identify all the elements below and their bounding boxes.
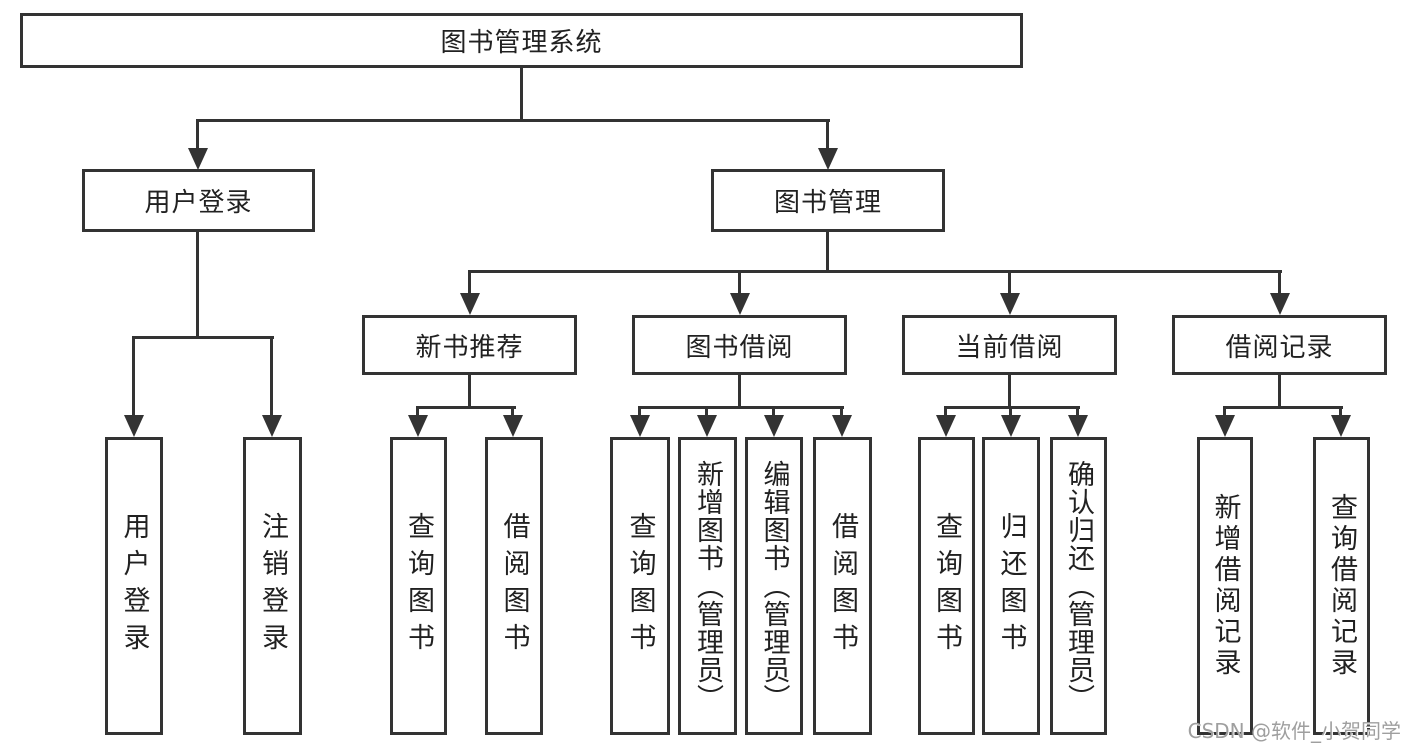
leaf-label: 用户登录: [118, 512, 150, 660]
arrow-down-icon: [124, 415, 144, 437]
leaf-label: 归还图书: [995, 512, 1027, 660]
connector-current-branch: [944, 406, 1080, 409]
arrow-down-icon: [1331, 415, 1351, 437]
connector-level3-branch: [468, 270, 1282, 273]
leaf-borrow-books-borrowing: 借阅图书: [813, 437, 872, 735]
arrow-down-icon: [262, 415, 282, 437]
arrow-down-icon: [408, 415, 428, 437]
arrow-down-icon: [832, 415, 852, 437]
arrow-down-icon: [1270, 293, 1290, 315]
leaf-label: 注销登录: [257, 512, 288, 660]
leaf-confirm-return-admin: 确认归还（管理员）: [1050, 437, 1107, 735]
connector-leaf-drop: [944, 406, 947, 418]
connector-leaf-drop: [772, 406, 775, 418]
connector-records-branch: [1223, 406, 1343, 409]
node-book-borrowing: 图书借阅: [632, 315, 847, 375]
arrow-down-icon: [936, 415, 956, 437]
leaf-label: 确认归还（管理员）: [1063, 460, 1094, 712]
connector-leaf-drop: [511, 406, 514, 418]
connector-newrec-stem: [468, 373, 471, 409]
connector-user-login-stem: [196, 230, 199, 338]
leaf-label: 查询图书: [403, 512, 434, 660]
arrow-down-icon: [818, 148, 838, 170]
arrow-down-icon: [503, 415, 523, 437]
leaf-borrow-books-recommend: 借阅图书: [485, 437, 543, 735]
node-current-borrowing-label: 当前借阅: [955, 332, 1064, 363]
leaf-logout: 注销登录: [243, 437, 302, 735]
connector-level3-drop: [1008, 270, 1011, 296]
connector-leaf-drop: [1339, 406, 1342, 418]
connector-level2-branch: [196, 119, 830, 122]
connector-leaf-drop: [705, 406, 708, 418]
connector-leaf-drop: [1223, 406, 1226, 418]
connector-user-login-branch: [132, 336, 274, 339]
connector-level3-drop: [468, 270, 471, 296]
leaf-label: 新增借阅记录: [1209, 493, 1241, 679]
connector-root-stem: [520, 68, 523, 121]
arrow-down-icon: [460, 293, 480, 315]
node-book-borrowing-label: 图书借阅: [685, 332, 794, 363]
leaf-user-login: 用户登录: [105, 437, 163, 735]
leaf-add-books-admin: 新增图书（管理员）: [678, 437, 737, 735]
node-user-login: 用户登录: [82, 169, 315, 232]
leaf-add-borrow-record: 新增借阅记录: [1197, 437, 1253, 735]
arrow-down-icon: [1068, 415, 1088, 437]
node-root: 图书管理系统: [20, 13, 1023, 68]
connector-level3-drop: [1278, 270, 1281, 296]
node-borrowing-records: 借阅记录: [1172, 315, 1387, 375]
connector-leaf-drop: [270, 336, 273, 418]
node-new-book-recommendation-label: 新书推荐: [415, 332, 524, 363]
node-user-login-label: 用户登录: [144, 188, 253, 218]
connector-book-mgmt-stem: [826, 230, 829, 273]
leaf-label: 查询图书: [624, 512, 656, 660]
connector-leaf-drop: [638, 406, 641, 418]
leaf-label: 借阅图书: [827, 512, 858, 660]
arrow-down-icon: [1000, 293, 1020, 315]
connector-leaf-drop: [1076, 406, 1079, 418]
connector-user-login-drop: [196, 119, 199, 152]
connector-level3-drop: [738, 270, 741, 296]
arrow-down-icon: [1001, 415, 1021, 437]
arrow-down-icon: [730, 293, 750, 315]
connector-current-stem: [1008, 373, 1011, 409]
csdn-watermark: CSDN @软件_小贺同学: [1187, 719, 1401, 743]
leaf-return-books: 归还图书: [982, 437, 1040, 735]
arrow-down-icon: [697, 415, 717, 437]
arrow-down-icon: [764, 415, 784, 437]
node-book-management: 图书管理: [711, 169, 945, 232]
leaf-label: 查询借阅记录: [1326, 493, 1357, 679]
leaf-query-books-borrowing: 查询图书: [610, 437, 670, 735]
arrow-down-icon: [1215, 415, 1235, 437]
connector-leaf-drop: [416, 406, 419, 418]
connector-newrec-branch: [416, 406, 516, 409]
connector-borrowing-stem: [738, 373, 741, 409]
leaf-label: 新增图书（管理员）: [692, 460, 723, 712]
leaf-query-borrow-record: 查询借阅记录: [1313, 437, 1370, 735]
node-root-label: 图书管理系统: [440, 28, 603, 58]
node-borrowing-records-label: 借阅记录: [1225, 332, 1334, 363]
leaf-label: 借阅图书: [498, 512, 530, 660]
leaf-edit-books-admin: 编辑图书（管理员）: [745, 437, 803, 735]
connector-book-mgmt-drop: [826, 119, 829, 152]
leaf-label: 查询图书: [931, 512, 962, 660]
node-book-management-label: 图书管理: [773, 188, 882, 218]
node-new-book-recommendation: 新书推荐: [362, 315, 577, 375]
connector-borrowing-branch: [638, 406, 844, 409]
arrow-down-icon: [630, 415, 650, 437]
leaf-query-books-current: 查询图书: [918, 437, 975, 735]
connector-records-stem: [1278, 373, 1281, 409]
leaf-label: 编辑图书（管理员）: [758, 460, 790, 712]
arrow-down-icon: [188, 148, 208, 170]
connector-leaf-drop: [1009, 406, 1012, 418]
connector-leaf-drop: [132, 336, 135, 418]
connector-leaf-drop: [840, 406, 843, 418]
leaf-query-books-recommend: 查询图书: [390, 437, 447, 735]
node-current-borrowing: 当前借阅: [902, 315, 1117, 375]
